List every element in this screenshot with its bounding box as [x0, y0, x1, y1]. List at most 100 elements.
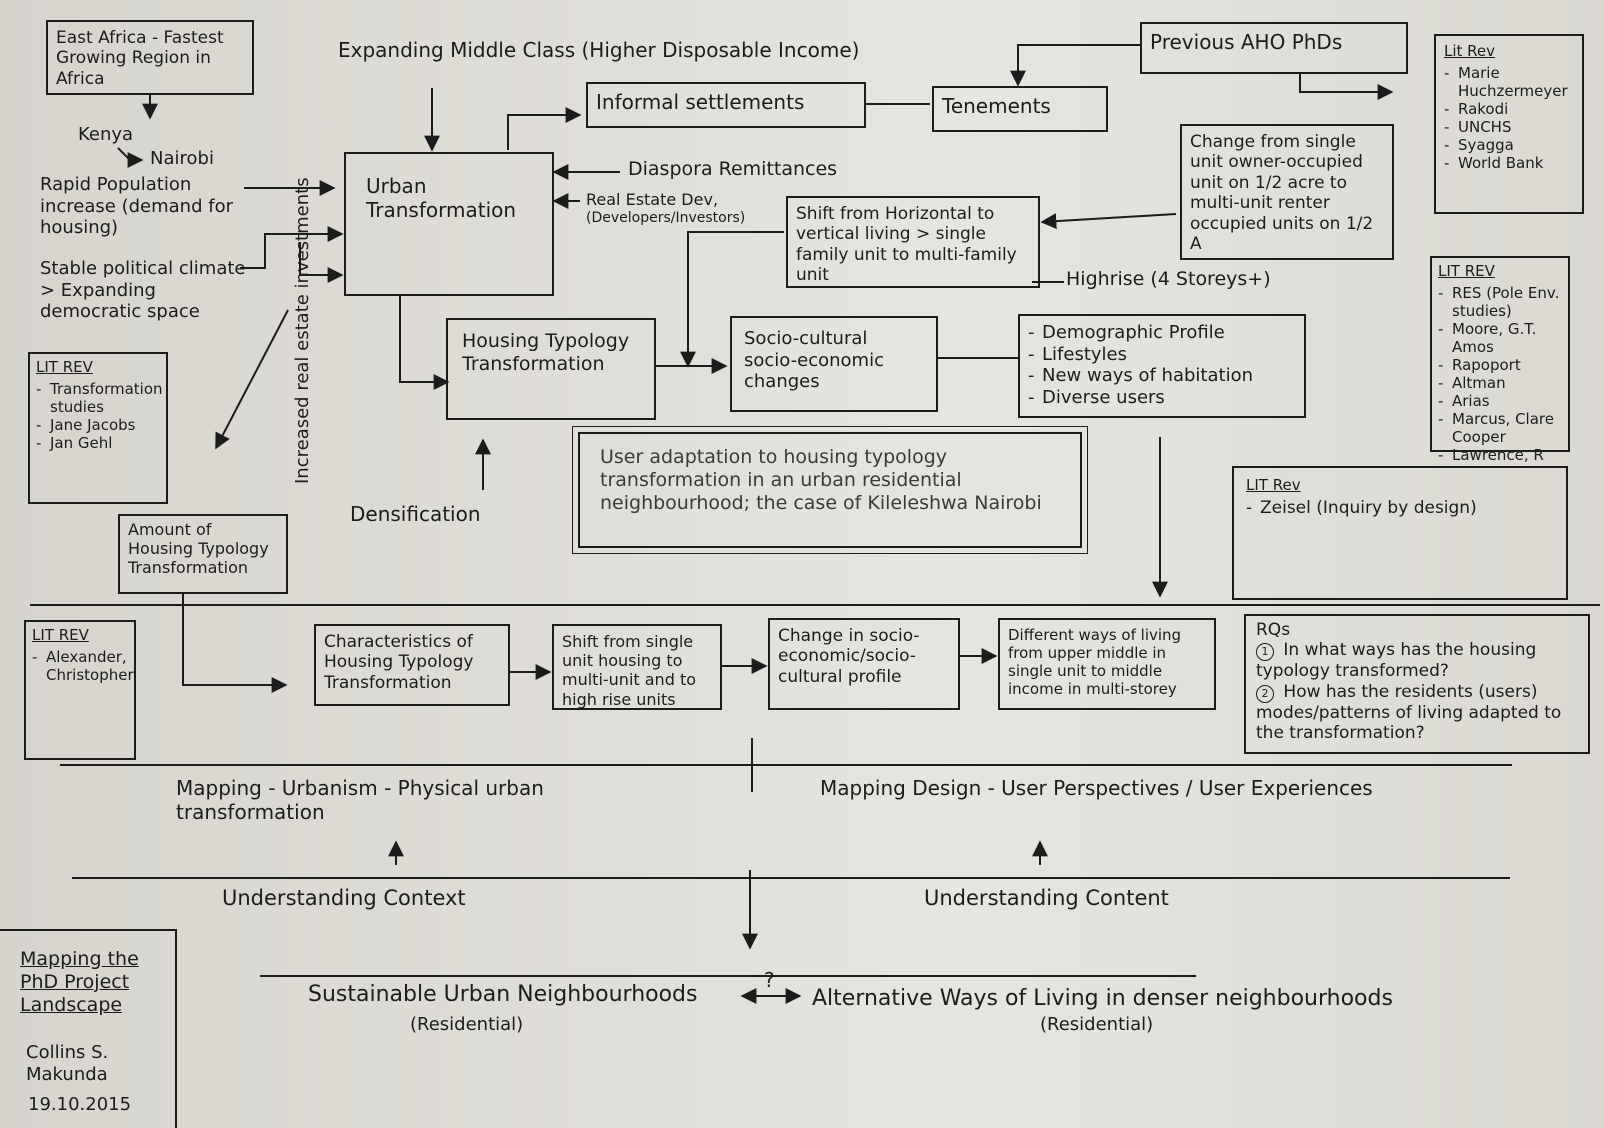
lit-rev-item: Jan Gehl — [36, 434, 160, 452]
mapping-design-text: Mapping Design - User Perspectives / Use… — [820, 776, 1373, 800]
nairobi-label: Nairobi — [150, 148, 214, 169]
demographic-list: Demographic Profile Lifestyles New ways … — [1028, 322, 1296, 408]
lit-rev-4-heading: LIT REV — [36, 358, 93, 376]
lit-rev-2-box: LIT REV RES (Pole Env. studies) Moore, G… — [1430, 256, 1570, 464]
research-title-box: User adaptation to housing typology tran… — [572, 426, 1088, 554]
lit-rev-2-list: RES (Pole Env. studies) Moore, G.T. Amos… — [1438, 284, 1562, 464]
rq-2-text: How has the residents (users) modes/patt… — [1256, 681, 1562, 744]
informal-settlements-text: Informal settlements — [596, 90, 805, 114]
demographic-item: New ways of habitation — [1028, 365, 1296, 387]
lit-rev-item: Arias — [1438, 392, 1562, 410]
lit-rev-1-box: Lit Rev Marie Huchzermeyer Rakodi UNCHS … — [1434, 34, 1584, 214]
demographic-item: Lifestyles — [1028, 344, 1296, 366]
lit-rev-4-list: Transformation studies Jane Jacobs Jan G… — [36, 380, 163, 452]
arrow-urban-informal — [507, 107, 582, 150]
question-mark: ? — [764, 968, 775, 992]
lit-rev-item: World Bank — [1444, 154, 1574, 172]
date-text: 19.10.2015 — [28, 1094, 132, 1115]
expanding-middle-class-text: Expanding Middle Class (Higher Disposabl… — [338, 38, 860, 62]
different-ways-box: Different ways of living from upper midd… — [998, 618, 1216, 710]
east-africa-box: East Africa - Fastest Growing Region in … — [46, 20, 254, 95]
tenements-text: Tenements — [942, 94, 1051, 118]
lit-rev-item: Marcus, Clare Cooper — [1438, 410, 1562, 446]
understanding-content-text: Understanding Content — [924, 886, 1169, 910]
lit-rev-1-list: Marie Huchzermeyer Rakodi UNCHS Syagga W… — [1444, 64, 1574, 172]
arrow-amount-characteristics — [182, 592, 288, 693]
residential-left-text: (Residential) — [410, 1014, 524, 1035]
lit-rev-item: Transformation studies — [36, 380, 163, 416]
rq-1: 1 In what ways has the housing typology … — [1256, 640, 1578, 681]
lit-rev-5-list: Alexander, Christopher — [32, 648, 134, 684]
arrow-kenya-nairobi — [117, 147, 144, 168]
densification-text: Densification — [350, 502, 481, 526]
lit-rev-item: Zeisel (Inquiry by design) — [1246, 498, 1554, 519]
developers-investors-text: (Developers/Investors) — [586, 210, 746, 226]
alternative-text: Alternative Ways of Living in denser nei… — [812, 986, 1393, 1011]
rq-1-text: In what ways has the housing typology tr… — [1256, 640, 1537, 682]
arrow-change-shift — [1040, 213, 1177, 230]
rqs-heading: RQs — [1256, 620, 1291, 640]
housing-typology-box: Housing Typology Transformation — [446, 318, 656, 420]
diaspora-remittances-text: Diaspora Remittances — [628, 158, 838, 180]
arrow-urban-housing — [399, 296, 450, 390]
amount-housing-text: Amount of Housing Typology Transformatio… — [128, 520, 269, 578]
previous-aho-box: Previous AHO PhDs — [1140, 22, 1408, 74]
lit-rev-item: UNCHS — [1444, 118, 1574, 136]
lit-rev-item: Lawrence, R — [1438, 446, 1562, 464]
characteristics-text: Characteristics of Housing Typology Tran… — [324, 632, 474, 693]
increased-real-estate-text: Increased real estate investments — [292, 177, 313, 484]
highrise-text: Highrise (4 Storeys+) — [1066, 268, 1271, 290]
lit-rev-3-heading: LIT Rev — [1246, 476, 1301, 494]
lit-rev-4-box: LIT REV Transformation studies Jane Jaco… — [28, 352, 168, 504]
different-ways-text: Different ways of living from upper midd… — [1008, 626, 1182, 698]
rq-1-number: 1 — [1256, 643, 1274, 662]
arrow-political-urban-2 — [299, 242, 344, 283]
lit-rev-item: Moore, G.T. Amos — [1438, 320, 1562, 356]
urban-transformation-box: Urban Transformation — [344, 152, 554, 296]
shift-single-box: Shift from single unit housing to multi-… — [552, 624, 722, 710]
lit-rev-item: Marie Huchzermeyer — [1444, 64, 1574, 100]
urban-transformation-text: Urban Transformation — [366, 174, 517, 222]
lit-rev-item: Jane Jacobs — [36, 416, 160, 434]
lit-rev-1-heading: Lit Rev — [1444, 42, 1496, 60]
lit-rev-item: Rakodi — [1444, 100, 1574, 118]
rq-2: 2 How has the residents (users) modes/pa… — [1256, 682, 1578, 744]
kenya-label: Kenya — [78, 124, 134, 145]
lit-rev-3-list: Zeisel (Inquiry by design) — [1246, 498, 1554, 519]
socio-cultural-text: Socio-cultural socio-economic changes — [744, 328, 884, 393]
demographic-item: Demographic Profile — [1028, 322, 1296, 344]
demographic-box: Demographic Profile Lifestyles New ways … — [1018, 314, 1306, 418]
lit-rev-5-box: LIT REV Alexander, Christopher — [24, 620, 136, 760]
author-text: Collins S. Makunda — [26, 1042, 109, 1085]
lit-rev-item: RES (Pole Env. studies) — [1438, 284, 1562, 320]
rapid-population-text: Rapid Population increase (demand for ho… — [40, 174, 233, 239]
change-single-unit-box: Change from single unit owner-occupied u… — [1180, 124, 1394, 260]
lit-rev-item: Syagga — [1444, 136, 1574, 154]
characteristics-box: Characteristics of Housing Typology Tran… — [314, 624, 510, 706]
east-africa-text: East Africa - Fastest Growing Region in … — [56, 28, 224, 89]
informal-settlements-box: Informal settlements — [586, 82, 866, 128]
lit-rev-3-box: LIT Rev Zeisel (Inquiry by design) — [1232, 466, 1568, 600]
lit-rev-item: Altman — [1438, 374, 1562, 392]
mapping-urbanism-text: Mapping - Urbanism - Physical urban tran… — [176, 776, 544, 824]
shift-horizontal-text: Shift from Horizontal to vertical living… — [796, 204, 1017, 286]
lit-rev-2-heading: LIT REV — [1438, 262, 1495, 280]
amount-housing-box: Amount of Housing Typology Transformatio… — [118, 514, 288, 594]
change-single-unit-text: Change from single unit owner-occupied u… — [1190, 132, 1374, 254]
arrow-diagonal-litrev — [215, 309, 289, 450]
lit-rev-item: Rapoport — [1438, 356, 1562, 374]
sustainable-text: Sustainable Urban Neighbourhoods — [308, 982, 698, 1007]
corner-frame — [0, 929, 177, 1128]
arrow-political-urban-1 — [240, 226, 344, 269]
previous-aho-text: Previous AHO PhDs — [1150, 30, 1343, 54]
research-title-text: User adaptation to housing typology tran… — [600, 446, 1042, 514]
change-socio-box: Change in socio-economic/socio-cultural … — [768, 618, 960, 710]
real-estate-dev-text: Real Estate Dev, — [586, 190, 719, 209]
lit-rev-item: Alexander, Christopher — [32, 648, 134, 684]
arrow-aho-tenements — [1010, 44, 1140, 87]
socio-cultural-box: Socio-cultural socio-economic changes — [730, 316, 938, 412]
lit-rev-5-heading: LIT REV — [32, 626, 89, 644]
corner-title: Mapping the PhD Project Landscape — [20, 948, 139, 1016]
arrow-shift-socio — [680, 231, 784, 368]
